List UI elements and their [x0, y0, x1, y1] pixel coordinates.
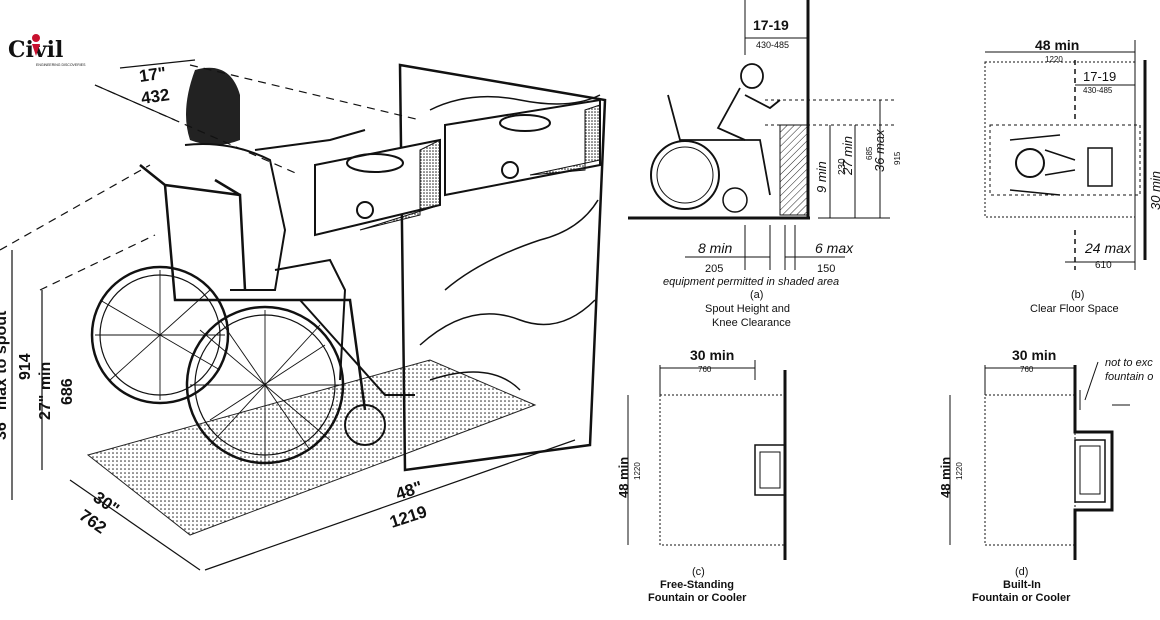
logo-figure-icon [32, 34, 40, 42]
sketch-depth-in-label: 17" [138, 63, 167, 86]
sketch-length-mm-label: 1219 [387, 502, 429, 532]
sketch-spout-label: 36" max to spout [0, 310, 10, 440]
fountain-plan-b [1087, 147, 1113, 187]
b-top-dim-mm: 1220 [1045, 55, 1063, 64]
a-letter: (a) [750, 289, 763, 301]
d-note-1: not to exc [1105, 357, 1153, 369]
panel-b-clear-floor [984, 40, 1147, 270]
shaded-equipment-area [779, 124, 809, 216]
b-caption: Clear Floor Space [1030, 303, 1119, 315]
c-top-dim: 30 min [690, 347, 734, 363]
b-letter: (b) [1071, 289, 1084, 301]
brand-logo: Civil ENGINEERING DISCOVERIES [8, 34, 86, 67]
b-bottom-dim: 24 max [1084, 240, 1132, 256]
sketch-knee-mm-label: 686 [59, 378, 76, 405]
a-v3-label: 36 max [872, 129, 887, 172]
d-note-2: fountain o [1105, 371, 1153, 383]
sketch-length-in-label: 48" [393, 477, 425, 503]
fountain-plan-c [754, 444, 786, 496]
c-top-dim-mm: 760 [698, 365, 712, 374]
wheelchair-wheel-a [650, 140, 720, 210]
d-caption-2: Fountain or Cooler [972, 592, 1071, 604]
a-b1-label: 8 min [698, 240, 732, 256]
d-top-dim-mm: 760 [1020, 365, 1034, 374]
a-v2-label: 27 min [840, 136, 855, 176]
sketch-spout-mm-label: 914 [17, 353, 34, 380]
panel-d-built-in [949, 361, 1130, 560]
wall-panel [398, 63, 607, 472]
c-caption-1: Free-Standing [660, 579, 734, 591]
a-note: equipment permitted in shaded area [663, 276, 839, 288]
a-b1-mm: 205 [705, 263, 723, 275]
c-caption-2: Fountain or Cooler [648, 592, 747, 604]
a-b2-mm: 150 [817, 263, 835, 275]
a-top-dim-mm: 430-485 [756, 40, 789, 50]
d-side-dim: 48 min [938, 457, 953, 498]
wheelchair-rear-wheel [90, 265, 230, 405]
fountain-plan-d [1074, 439, 1106, 503]
a-caption-2: Knee Clearance [712, 317, 791, 329]
b-inner-dim-mm: 430-485 [1083, 86, 1113, 95]
b-inner-dim: 17-19 [1083, 69, 1116, 84]
sketch-knee-label: 27" min [37, 362, 54, 420]
person-head-b [1015, 148, 1045, 178]
a-top-dim: 17-19 [753, 17, 789, 33]
a-v2-mm: 685 [865, 146, 874, 160]
d-caption-1: Built-In [1003, 579, 1041, 591]
a-v1-mm: 230 [837, 158, 848, 175]
a-v1-label: 9 min [814, 161, 829, 193]
b-side-dim: 30 min [1148, 171, 1160, 210]
wall-d-alcove [1073, 365, 1114, 560]
wheelchair-front-wheel [185, 305, 345, 465]
fountain-basin [346, 153, 404, 173]
c-letter: (c) [692, 566, 705, 578]
panel-c-free-standing [627, 360, 787, 560]
sketch-depth-mm-label: 432 [140, 85, 171, 108]
person-head-a [740, 63, 764, 89]
d-top-dim: 30 min [1012, 347, 1056, 363]
logo-tagline: ENGINEERING DISCOVERIES [36, 63, 86, 67]
b-top-dim: 48 min [1035, 37, 1079, 53]
a-v3-mm: 915 [893, 151, 902, 165]
b-bottom-dim-mm: 610 [1095, 260, 1112, 271]
a-caption-1: Spout Height and [705, 303, 790, 315]
panel-a-spout-height [628, 0, 895, 270]
isometric-sketch [0, 59, 607, 571]
person-hair [186, 67, 240, 145]
a-b2-label: 6 max [815, 240, 854, 256]
c-side-dim-mm: 1220 [633, 462, 642, 480]
d-side-dim-mm: 1220 [955, 462, 964, 480]
d-letter: (d) [1015, 566, 1028, 578]
c-side-dim: 48 min [616, 457, 631, 498]
